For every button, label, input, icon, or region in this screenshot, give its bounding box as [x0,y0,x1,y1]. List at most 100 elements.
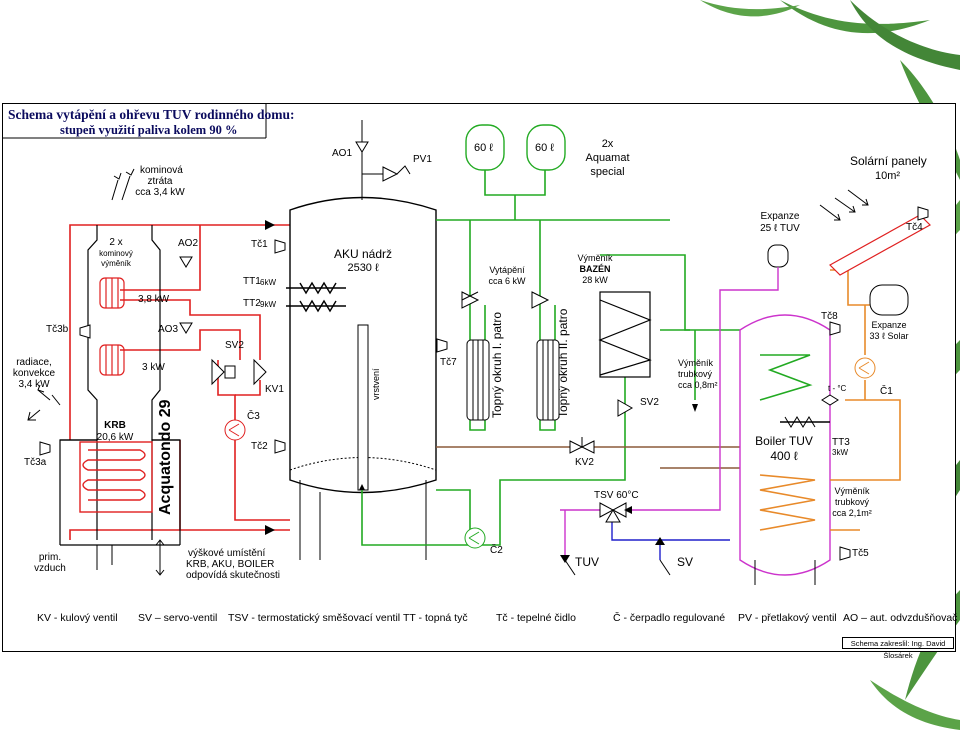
label-ztrata-value: cca 3,4 kW [135,187,185,198]
primary-air-arrows [96,539,165,576]
pumps [224,357,876,549]
label-radiace-1: radiace, [16,357,52,368]
label-tt2-kw: 9kW [260,300,276,309]
solar-circuit-orange [830,269,901,531]
label-krb-power: 20,6 kW [96,432,134,443]
radiator-floor-1 [466,339,490,421]
label-vyskove-2: KRB, AKU, BOILER [186,559,275,570]
label-radiace-3: 3,4 kW [18,379,50,390]
label-sv2-left: SV2 [225,340,244,351]
label-c1: Č1 [880,386,893,397]
label-expanze-tuv-2: 25 ℓ TUV [760,223,800,234]
sv2-left-valves [211,358,267,386]
label-kominova: kominová [140,165,183,176]
krb-heat-exchanger-coil [79,441,153,513]
label-kom-vym-3: výměník [101,259,131,268]
valves-green [461,291,634,417]
label-vzduch: vzduch [34,563,66,574]
label-tc3b: Tč3b [46,324,69,335]
label-aquamat-3: special [590,166,625,178]
label-ao2: AO2 [178,238,199,249]
label-boiler-1: Boiler TUV [755,434,813,448]
label-aquamat-1: 2x [601,138,614,150]
label-krb: KRB [104,420,126,431]
cold-water-blue [611,520,730,560]
label-boiler-2: 400 ℓ [770,449,798,463]
label-vyskove-1: výškové umístění [188,548,266,559]
author-credit: Schema zakreslil: Ing. David Šlosárek [842,637,954,660]
sun-arrows [819,189,869,221]
label-exp60-b: 60 ℓ [535,142,554,154]
kv2-valve [569,437,595,454]
expansion-vessels-60l [465,124,566,171]
label-aquamat-2: Aquamat [585,152,630,164]
label-tt1: TT1 [243,276,261,287]
label-kv2: KV2 [575,457,594,468]
schema-title: Schema vytápění a ohřevu TUV rodinného d… [8,107,295,122]
label-c2: Č2 [490,545,503,556]
legend-tt: TT - topná tyč [403,612,468,624]
label-3-8kw: 3,8 kW [138,294,170,305]
flue-heat-exchangers [99,277,125,376]
tuv-outlets [564,559,671,576]
label-acquatondo: Acquatondo 29 [157,399,174,515]
label-solar-panels: Solární panely [850,154,927,168]
label-ao3: AO3 [158,324,179,335]
label-t-celsius: t - °C [828,384,847,393]
label-tsv: TSV 60°C [594,490,639,501]
label-vym-trub-2: trubkový [678,369,713,379]
label-bazen-3: 28 kW [582,275,608,285]
label-vytapeni-1: Vytápění [489,265,525,275]
legend-kv: KV - kulový ventil [37,612,118,624]
label-expanze-solar-1: Expanze [871,320,907,330]
label-kom-vym-1: 2 x [109,237,123,248]
label-kv1: KV1 [265,384,284,395]
label-tt1-kw: 6kW [260,278,276,287]
legend-tsv: TSV - termostatický směšovací ventil [228,612,401,624]
label-tc2: Tč2 [251,441,268,452]
legend-c: Č - čerpadlo regulované [613,612,726,624]
legend-sv: SV – servo-ventil [138,612,218,624]
solar-panel [829,214,931,276]
label-sv2-right: SV2 [640,397,659,408]
air-vents [179,141,369,334]
label-solar-area: 10m² [875,170,901,182]
label-tc7: Tč7 [440,357,457,368]
label-ao1: AO1 [332,148,353,159]
pool-heat-exchanger [598,291,652,378]
solar-expansion-vessel [869,284,909,316]
label-tc4: Tč4 [906,222,923,233]
aku-tank [286,120,437,560]
legend-ao: AO – aut. odvzdušňovač [843,612,958,624]
label-vrstveni: vrstvení [371,368,381,400]
label-bazen-1: Výměník [577,253,613,263]
label-tc1: Tč1 [251,239,268,250]
label-sv: SV [677,555,694,569]
label-vytapeni-2: cca 6 kW [488,276,526,286]
sensors [39,206,929,561]
label-prim: prim. [38,552,62,563]
label-aku-2: 2530 ℓ [347,262,379,274]
legend-tc: Tč - tepelné čidlo [496,612,576,624]
label-tc3a: Tč3a [24,457,47,468]
pv1-valve [362,165,411,182]
radiator-floor-2 [536,339,560,421]
label-expanze-solar-2: 33 ℓ Solar [869,331,909,341]
label-tc8: Tč8 [821,311,838,322]
label-vym-trub-b-2: trubkový [834,497,869,507]
label-exp60-a: 60 ℓ [474,142,493,154]
label-tt3: TT3 [832,437,850,448]
label-vyskove-3: odpovídá skutečnosti [186,570,280,581]
label-3kw: 3 kW [142,362,165,373]
label-pv1: PV1 [413,154,432,165]
label-tt3-kw: 3kW [832,448,848,457]
label-radiace-2: konvekce [12,368,56,379]
label-vym-trub-b-3: cca 2,1m² [832,508,872,518]
tsv-mixing-valve [599,502,627,523]
legend-pv: PV - přetlakový ventil [738,612,837,624]
label-vym-trub-b-1: Výměník [834,486,870,496]
label-tt2: TT2 [243,298,261,309]
flow-arrows [265,220,698,563]
label-vym-trub-1: Výměník [678,358,714,368]
